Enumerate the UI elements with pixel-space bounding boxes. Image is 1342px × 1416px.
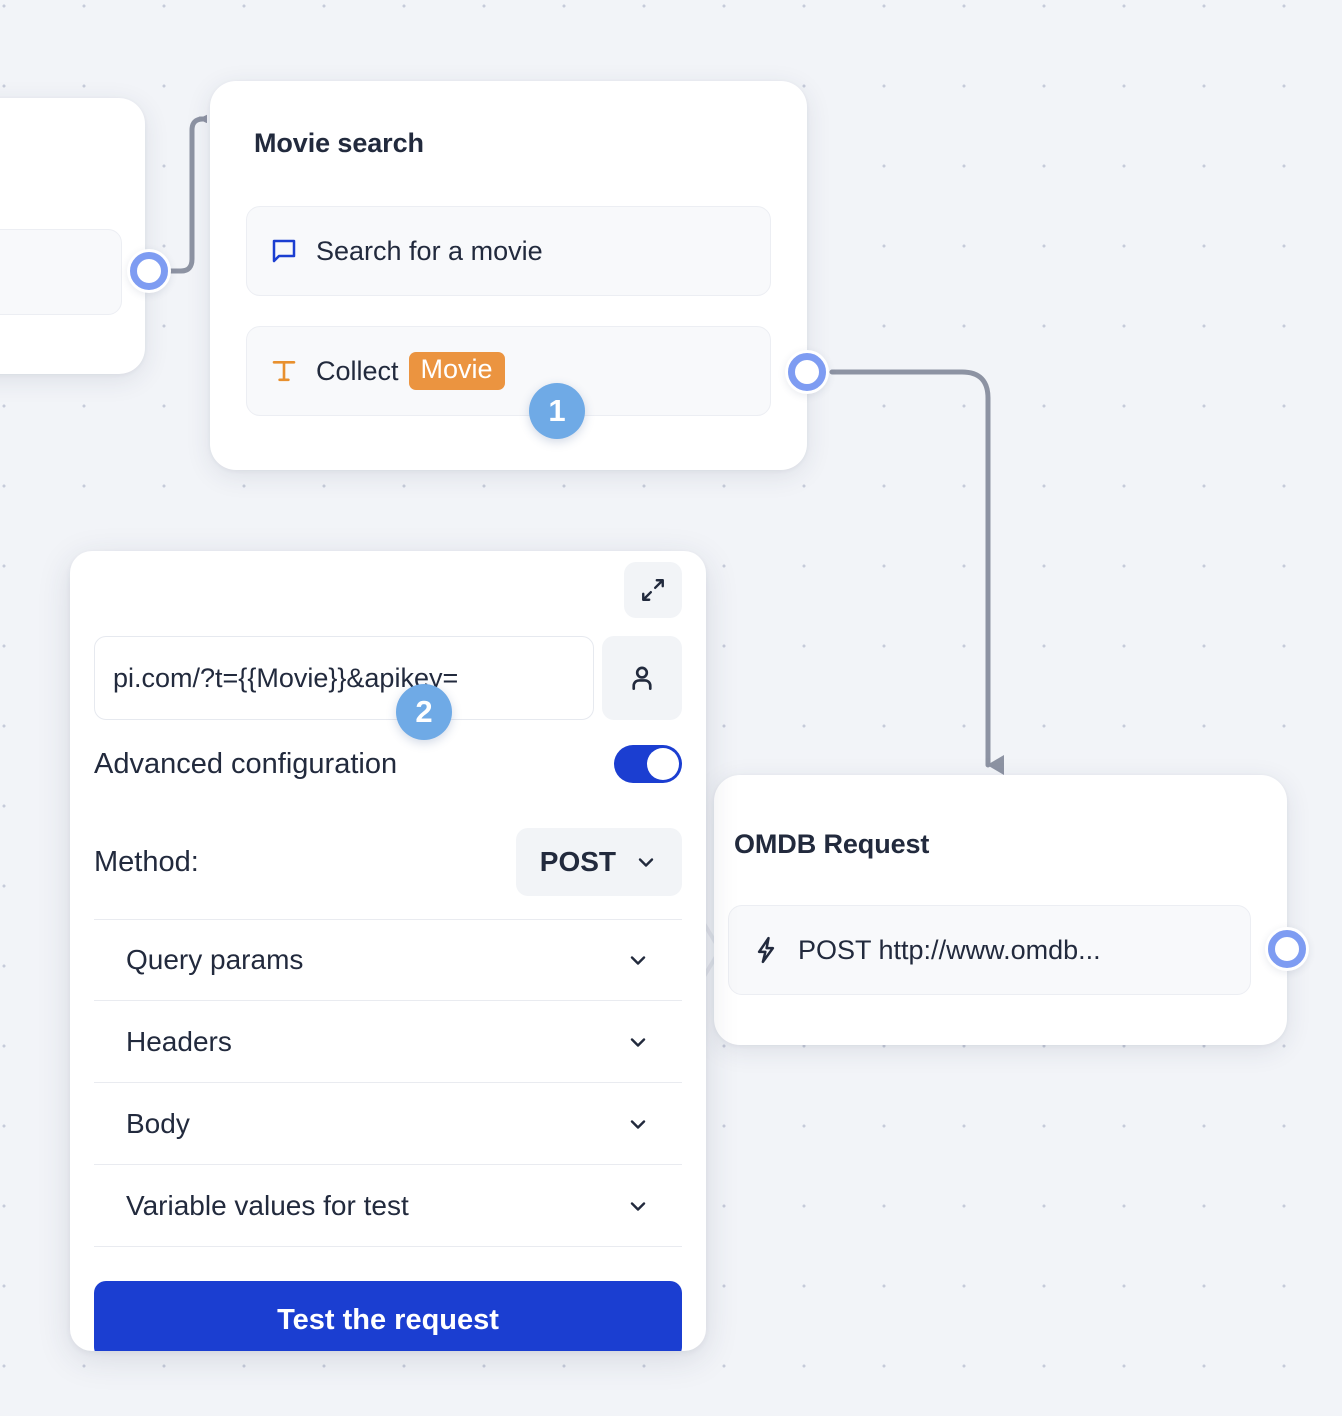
step-badge-2: 2 <box>396 684 452 740</box>
lightning-bolt-icon <box>751 935 781 965</box>
step-badge-1: 1 <box>529 383 585 439</box>
test-the-request-button[interactable]: Test the request <box>94 1281 682 1351</box>
accordion-label: Headers <box>126 1025 232 1057</box>
accordion-label: Body <box>126 1107 190 1139</box>
method-select[interactable]: POST <box>515 828 682 896</box>
advanced-configuration-toggle[interactable] <box>614 745 682 783</box>
accordion-headers[interactable]: Headers <box>94 1001 682 1083</box>
accordion-variable-values-for-test[interactable]: Variable values for test <box>94 1165 682 1247</box>
chevron-down-icon <box>638 858 654 867</box>
speech-bubble-icon <box>269 236 299 266</box>
expand-panel-button[interactable] <box>624 562 682 618</box>
node-omdb-request[interactable]: OMDB Request POST http://www.omdb... <box>714 775 1287 1045</box>
chevron-down-icon[interactable] <box>626 1030 650 1054</box>
user-button[interactable] <box>602 636 682 720</box>
node-row-label: Search for a movie <box>316 235 543 266</box>
port-omdb-request-output[interactable] <box>1265 927 1309 971</box>
accordion-label: Query params <box>126 944 304 975</box>
node-row-search-for-a-movie[interactable]: Search for a movie <box>246 206 771 296</box>
user-icon <box>632 666 652 690</box>
port-offscreen-left-output[interactable] <box>127 249 171 293</box>
node-offscreen-left[interactable] <box>0 98 145 374</box>
advanced-configuration-label: Advanced configuration <box>94 747 398 780</box>
accordion-body[interactable]: Body <box>94 1083 682 1165</box>
node-title-movie-search: Movie search <box>254 128 424 158</box>
chevron-down-icon[interactable] <box>626 1112 650 1136</box>
node-row-collect-movie[interactable]: Collect Movie <box>246 326 771 416</box>
node-row[interactable] <box>0 229 122 315</box>
request-config-panel[interactable]: Advanced configuration Method: POST Quer… <box>70 551 706 1351</box>
node-movie-search[interactable]: Movie search Search for a movie Collect … <box>210 81 807 470</box>
expand-arrows-icon <box>642 579 664 601</box>
accordion-label: Variable values for test <box>126 1189 409 1221</box>
chevron-down-icon[interactable] <box>626 1194 650 1218</box>
node-row-label: Collect Movie <box>316 351 505 391</box>
variable-chip-movie[interactable]: Movie <box>408 351 505 391</box>
accordion-list: Query params Headers Body Variable value… <box>94 919 682 1247</box>
method-value: POST <box>539 846 616 877</box>
text-type-icon <box>269 356 299 386</box>
method-label: Method: <box>94 845 199 878</box>
url-input[interactable] <box>94 636 594 720</box>
port-movie-search-output[interactable] <box>785 350 829 394</box>
method-row: Method: POST <box>94 828 682 896</box>
node-row-label: POST http://www.omdb... <box>798 934 1101 965</box>
chevron-down-icon[interactable] <box>626 948 650 972</box>
advanced-configuration-row[interactable]: Advanced configuration <box>94 745 682 783</box>
accordion-query-params[interactable]: Query params <box>94 919 682 1001</box>
node-row-post-request[interactable]: POST http://www.omdb... <box>728 905 1251 995</box>
connector-left-to-movie-search <box>168 114 207 274</box>
connector-movie-search-to-omdb <box>829 369 1004 775</box>
node-title-omdb-request: OMDB Request <box>734 829 930 859</box>
